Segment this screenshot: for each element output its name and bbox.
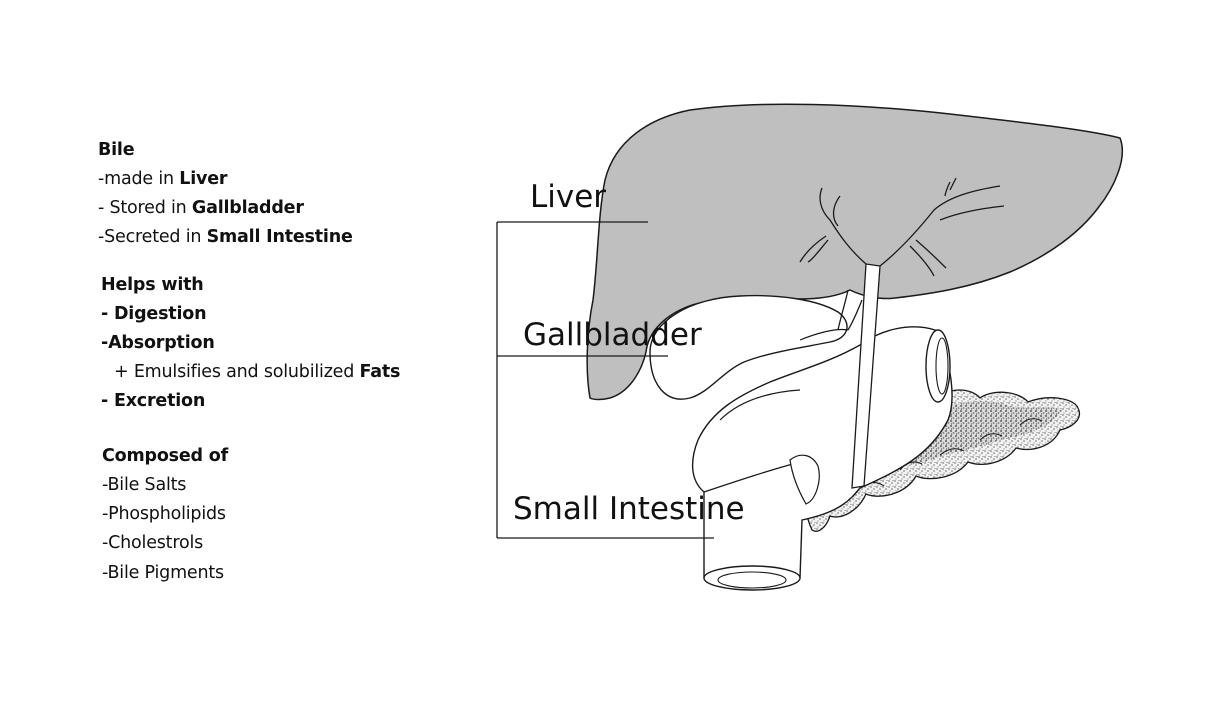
label-small-intestine: Small Intestine	[513, 491, 745, 527]
composed-item-bile-pigments: -Bile Pigments	[102, 563, 224, 583]
label-leader-lines	[496, 221, 714, 539]
small-intestine-shape	[691, 326, 953, 591]
bile-item-made: -made in Liver	[98, 169, 228, 189]
helps-item-excretion: - Excretion	[101, 391, 206, 411]
helps-item-absorption: -Absorption	[101, 333, 215, 353]
composed-item-phospholipids: -Phospholipids	[102, 504, 226, 524]
composed-item-bile-salts: -Bile Salts	[102, 475, 187, 495]
gallbladder-shape	[649, 294, 849, 400]
bile-heading: Bile	[98, 140, 135, 160]
label-gallbladder: Gallbladder	[523, 317, 702, 353]
helps-item-fats: + Emulsifies and solubilized Fats	[114, 362, 401, 382]
composed-item-cholestrols: -Cholestrols	[102, 533, 204, 553]
bile-item-stored: - Stored in Gallbladder	[98, 198, 304, 218]
helps-item-digestion: - Digestion	[101, 304, 207, 324]
liver-shape	[586, 103, 1124, 401]
bile-notes: Bile -made in Liver - Stored in Gallblad…	[0, 0, 490, 703]
bile-item-secreted: -Secreted in Small Intestine	[98, 227, 353, 247]
composed-heading: Composed of	[102, 446, 228, 466]
bile-ducts	[799, 177, 1005, 489]
label-liver: Liver	[530, 179, 607, 215]
helps-heading: Helps with	[101, 275, 204, 295]
